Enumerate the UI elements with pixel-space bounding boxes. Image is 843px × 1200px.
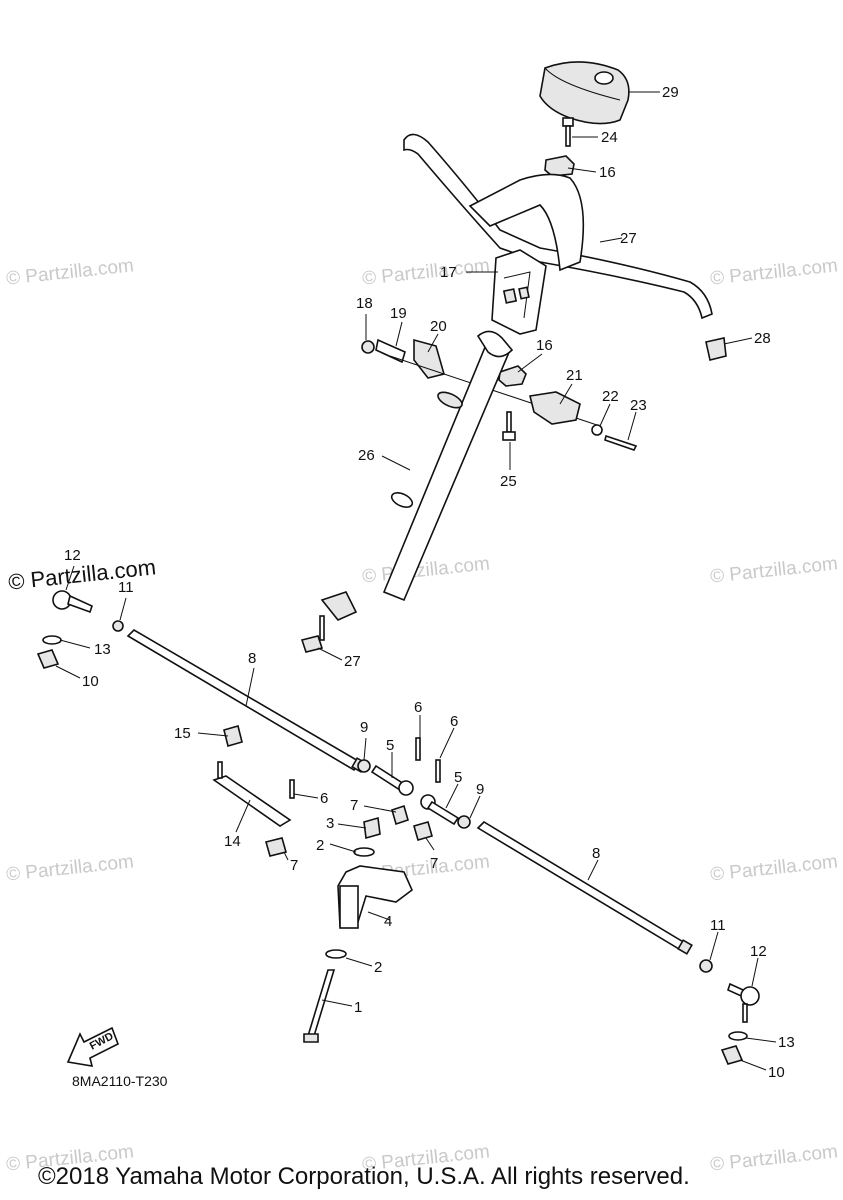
callout-24-top: 24 [601, 129, 618, 146]
callout-5-right: 5 [454, 769, 462, 786]
leader-lines [55, 91, 777, 1071]
callout-10-left: 10 [82, 673, 99, 690]
callout-2-bottom: 2 [374, 959, 382, 976]
copyright-notice: ©2018 Yamaha Motor Corporation, U.S.A. A… [38, 1163, 690, 1190]
callout-12-left: 12 [64, 547, 81, 564]
tie-rod-end-left [36, 590, 124, 669]
callout-25: 26 [358, 447, 375, 464]
callout-16-top: 16 [599, 164, 616, 181]
callout-14: 14 [224, 833, 241, 850]
pitman-arm [212, 725, 295, 857]
bolt-top [562, 117, 574, 147]
callout-2-top: 2 [316, 837, 324, 854]
callout-22: 22 [602, 388, 619, 405]
callout-7-left: 7 [350, 797, 358, 814]
tie-rod-end-right [699, 959, 760, 1065]
center-linkage [303, 737, 471, 1043]
callout-15: 15 [174, 725, 191, 742]
callout-29: 29 [662, 84, 679, 101]
tie-rod-right [476, 820, 693, 955]
callout-9-right: 9 [476, 781, 484, 798]
callout-28: 28 [754, 330, 771, 347]
callout-26: 27 [344, 653, 361, 670]
diagram-code: 8MA2110-T230 [72, 1073, 168, 1089]
callout-5-left: 5 [386, 737, 394, 754]
callout-27: 27 [620, 230, 637, 247]
handlebar-pad [539, 61, 630, 125]
callout-19: 19 [390, 305, 407, 322]
callout-7-arm: 7 [290, 857, 298, 874]
callout-6-arm: 6 [320, 790, 328, 807]
bar-end [705, 337, 727, 361]
callout-1: 1 [354, 999, 362, 1016]
callout-6-left: 6 [414, 699, 422, 716]
clamp-top [544, 155, 575, 177]
callout-13-right: 13 [778, 1034, 795, 1051]
callout-24-lower: 25 [500, 473, 517, 490]
bolt-lower [502, 411, 516, 441]
callout-8-left: 8 [248, 650, 256, 667]
callout-23: 23 [630, 397, 647, 414]
steering-column [320, 330, 514, 621]
callout-16-lower: 16 [536, 337, 553, 354]
callout-13-left: 13 [94, 641, 111, 658]
callout-6-right: 6 [450, 713, 458, 730]
callout-7-right: 7 [430, 855, 438, 872]
callout-21: 21 [566, 367, 583, 384]
callout-10-right: 10 [768, 1064, 785, 1081]
handlebar [403, 133, 713, 320]
nut-26 [300, 615, 325, 653]
callout-11-left: 11 [118, 579, 134, 596]
callout-4: 4 [384, 913, 392, 930]
callout-8-right: 8 [592, 845, 600, 862]
riser [491, 249, 547, 335]
callout-18: 18 [356, 295, 373, 312]
callout-3: 3 [326, 815, 334, 832]
callout-20: 20 [430, 318, 447, 335]
callout-11-right: 11 [710, 917, 726, 934]
callout-12-right: 12 [750, 943, 767, 960]
callout-17: 17 [440, 264, 457, 281]
callout-labels: 29 24 16 27 28 17 18 19 20 16 21 22 23 2… [64, 84, 795, 1081]
callout-9-left: 9 [360, 719, 368, 736]
fwd-arrow-icon: FWD [66, 1026, 120, 1067]
